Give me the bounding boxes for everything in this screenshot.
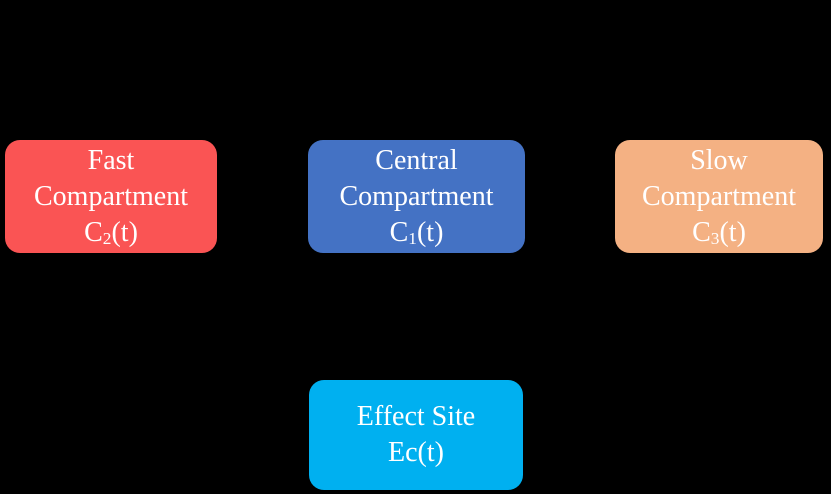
fast-compartment-symbol: C2(t) bbox=[84, 216, 138, 248]
effect-site-symbol: Ec(t) bbox=[388, 437, 444, 468]
central-compartment-symbol: C1(t) bbox=[389, 216, 444, 248]
slow-compartment-box: Slow Compartment C3(t) bbox=[615, 140, 823, 253]
slow-compartment-label-line1: Slow bbox=[690, 144, 748, 176]
slow-compartment-symbol: C3(t) bbox=[692, 216, 746, 248]
fast-compartment-label-line2: Compartment bbox=[34, 180, 188, 212]
effect-site-box: Effect Site Ec(t) bbox=[309, 380, 523, 490]
effect-site-label: Effect Site bbox=[356, 401, 476, 432]
central-compartment-label-line2: Compartment bbox=[339, 180, 494, 212]
fast-compartment-box: Fast Compartment C2(t) bbox=[5, 140, 217, 253]
central-compartment-box: Central Compartment C1(t) bbox=[308, 140, 525, 253]
slow-compartment-label-line2: Compartment bbox=[642, 180, 796, 212]
central-compartment-label-line1: Central bbox=[375, 144, 458, 176]
fast-compartment-label-line1: Fast bbox=[87, 144, 135, 176]
